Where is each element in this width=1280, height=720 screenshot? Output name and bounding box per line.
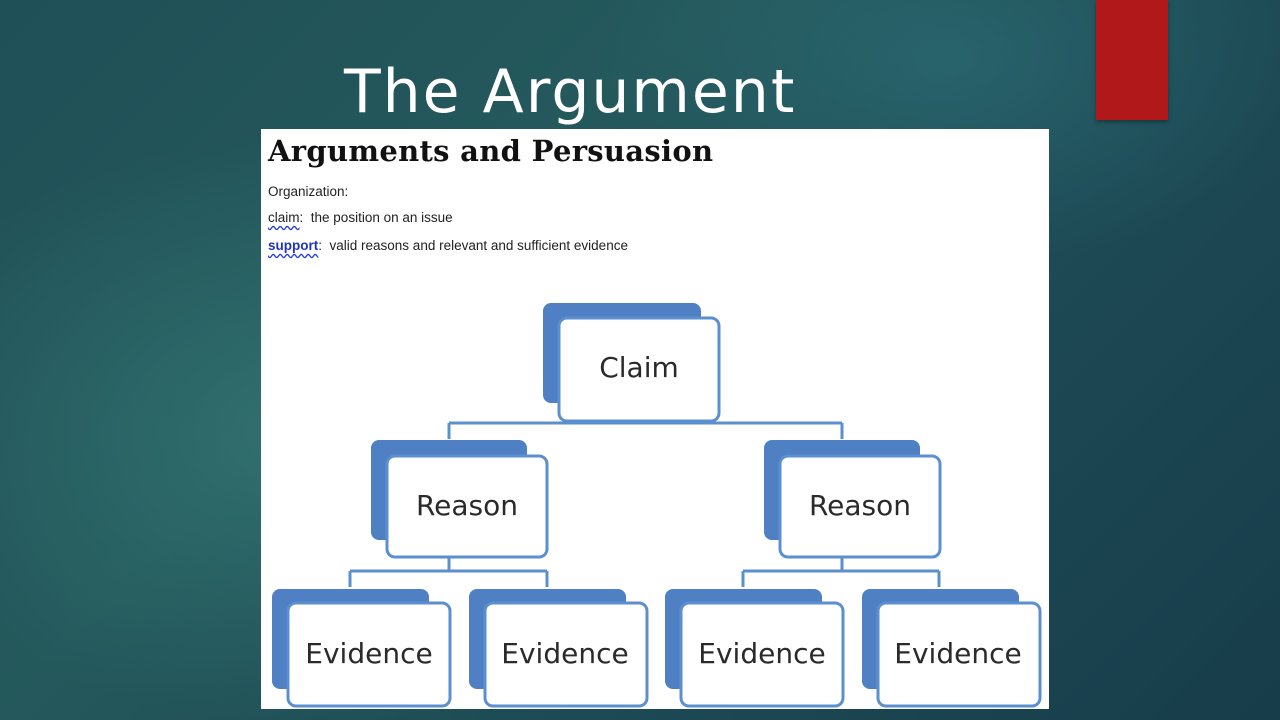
evidence-node-3: Evidence (665, 589, 845, 708)
evidence-1-face (286, 601, 452, 708)
evidence-3-face (679, 601, 845, 708)
evidence-4-label: Evidence (894, 637, 1021, 670)
reason-left-label: Reason (416, 489, 518, 522)
reason-left-face (385, 454, 549, 559)
organization-label: Organization: (268, 184, 349, 199)
evidence-2-face (483, 601, 649, 708)
reason-right-label: Reason (809, 489, 911, 522)
claim-definition-line: claim: the position on an issue (268, 210, 453, 225)
accent-bar (1096, 0, 1168, 120)
evidence-3-label: Evidence (698, 637, 825, 670)
support-definition: valid reasons and relevant and sufficien… (329, 238, 628, 253)
claim-node: Claim (543, 303, 721, 423)
evidence-node-1: Evidence (272, 589, 452, 708)
argument-hierarchy-diagram: Claim Reason Reason Evidence Evidence (272, 303, 1042, 708)
evidence-1-label: Evidence (305, 637, 432, 670)
reason-node-right: Reason (764, 440, 942, 559)
claim-node-face (557, 316, 721, 423)
evidence-2-label: Evidence (501, 637, 628, 670)
evidence-node-4: Evidence (862, 589, 1042, 708)
claim-definition: the position on an issue (310, 210, 453, 225)
support-term: support (268, 238, 319, 253)
document-image: Arguments and Persuasion Organization: c… (261, 129, 1049, 709)
claim-label: Claim (599, 351, 679, 384)
reason-node-left: Reason (371, 440, 549, 559)
claim-term: claim (268, 210, 300, 225)
evidence-4-face (876, 601, 1042, 708)
reason-right-face (778, 454, 942, 559)
evidence-node-2: Evidence (469, 589, 649, 708)
document-heading: Arguments and Persuasion (268, 134, 714, 168)
support-definition-line: support: valid reasons and relevant and … (268, 238, 628, 253)
slide-title: The Argument (344, 57, 797, 127)
